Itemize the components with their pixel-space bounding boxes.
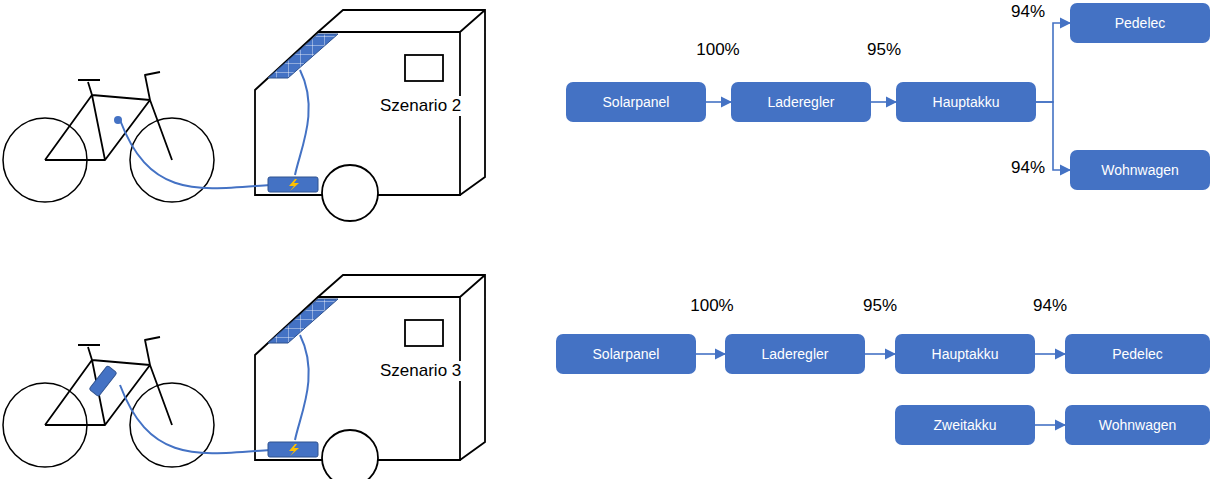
efficiency-label: 95% (861, 296, 899, 316)
box-label: Wohnwagen (1099, 417, 1177, 433)
box-label: Pedelec (1112, 346, 1163, 362)
box-label: Hauptakku (933, 94, 1000, 110)
flow-arrow (1035, 424, 1065, 426)
box-label: Zweitakku (933, 417, 996, 433)
efficiency-label: 95% (865, 40, 903, 60)
efficiency-label: 100% (694, 40, 741, 60)
flow-arrow (865, 353, 895, 355)
efficiency-label: 94% (1009, 2, 1047, 22)
process-box: Wohnwagen (1065, 405, 1210, 445)
flow-arrow (1035, 353, 1065, 355)
process-box: Hauptakku (895, 334, 1035, 374)
scenario-label: Szenario 2 (378, 96, 463, 116)
box-label: Solarpanel (593, 346, 660, 362)
process-box: Hauptakku (896, 82, 1036, 122)
process-box: Wohnwagen (1070, 150, 1210, 190)
process-box: Pedelec (1070, 3, 1210, 43)
bike-battery-body (89, 365, 117, 396)
flow-arrow (706, 101, 731, 103)
bike-caravan-illustration (3, 10, 485, 221)
box-label: Wohnwagen (1101, 162, 1179, 178)
efficiency-label: 94% (1031, 296, 1069, 316)
flow-arrow (871, 101, 896, 103)
process-box: Pedelec (1065, 334, 1210, 374)
bike-battery (89, 365, 117, 396)
box-label: Laderegler (762, 346, 829, 362)
efficiency-label: 100% (688, 296, 735, 316)
box-label: Hauptakku (932, 346, 999, 362)
process-box: Solarpanel (566, 82, 706, 122)
box-label: Solarpanel (603, 94, 670, 110)
flow-arrow (696, 353, 725, 355)
process-box: Laderegler (725, 334, 865, 374)
process-box: Laderegler (731, 82, 871, 122)
box-label: Laderegler (768, 94, 835, 110)
process-box: Solarpanel (556, 334, 696, 374)
flow-arrow (1036, 23, 1070, 102)
efficiency-label: 94% (1009, 158, 1047, 178)
scenario-label: Szenario 3 (378, 361, 463, 381)
box-label: Pedelec (1115, 15, 1166, 31)
bike-caravan-illustration (3, 275, 485, 479)
charging-plug (114, 116, 122, 124)
process-box: Zweitakku (895, 405, 1035, 445)
